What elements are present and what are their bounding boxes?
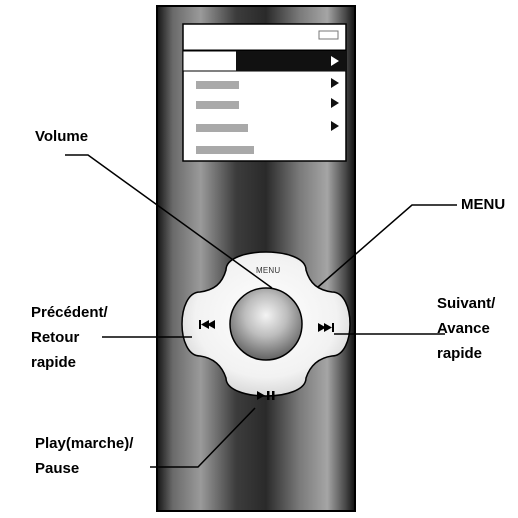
wheel-menu-label: MENU	[256, 266, 281, 275]
submenu-arrow-icon	[331, 121, 339, 131]
label-play-pause-line-2: Pause	[35, 460, 80, 477]
label-next-line-2: Avance	[437, 320, 490, 337]
submenu-arrow-icon	[331, 56, 339, 66]
menu-item-bar	[196, 124, 248, 132]
battery-icon	[318, 30, 339, 40]
label-previous: Précédent/ Retour rapide	[31, 300, 108, 375]
label-next-line-3: rapide	[437, 345, 483, 362]
skip-back-icon[interactable]	[199, 320, 215, 329]
label-next-line-1: Suivant/	[437, 295, 496, 312]
label-menu: MENU	[461, 196, 506, 213]
label-volume: Volume	[35, 128, 89, 145]
label-previous-line-2: Retour	[31, 329, 80, 346]
play-pause-icon[interactable]	[257, 391, 275, 400]
label-previous-line-3: rapide	[31, 354, 77, 371]
submenu-arrow-icon	[331, 98, 339, 108]
label-previous-line-1: Précédent/	[31, 304, 108, 321]
callout-line-volume	[65, 154, 273, 289]
menu-item-bar	[196, 146, 254, 154]
callout-line-play-pause	[150, 407, 256, 468]
skip-forward-icon[interactable]	[318, 323, 334, 332]
center-button[interactable]	[229, 287, 303, 361]
label-next: Suivant/ Avance rapide	[437, 291, 495, 366]
menu-item-highlight-bar	[236, 51, 346, 71]
menu-item-bar	[196, 101, 239, 109]
submenu-arrow-icon	[331, 78, 339, 88]
label-play-pause-line-1: Play(marche)/	[35, 435, 134, 452]
menu-item-bar	[196, 81, 239, 89]
callout-line-menu	[317, 204, 457, 288]
screen	[182, 23, 347, 162]
label-play-pause: Play(marche)/ Pause	[35, 431, 133, 481]
